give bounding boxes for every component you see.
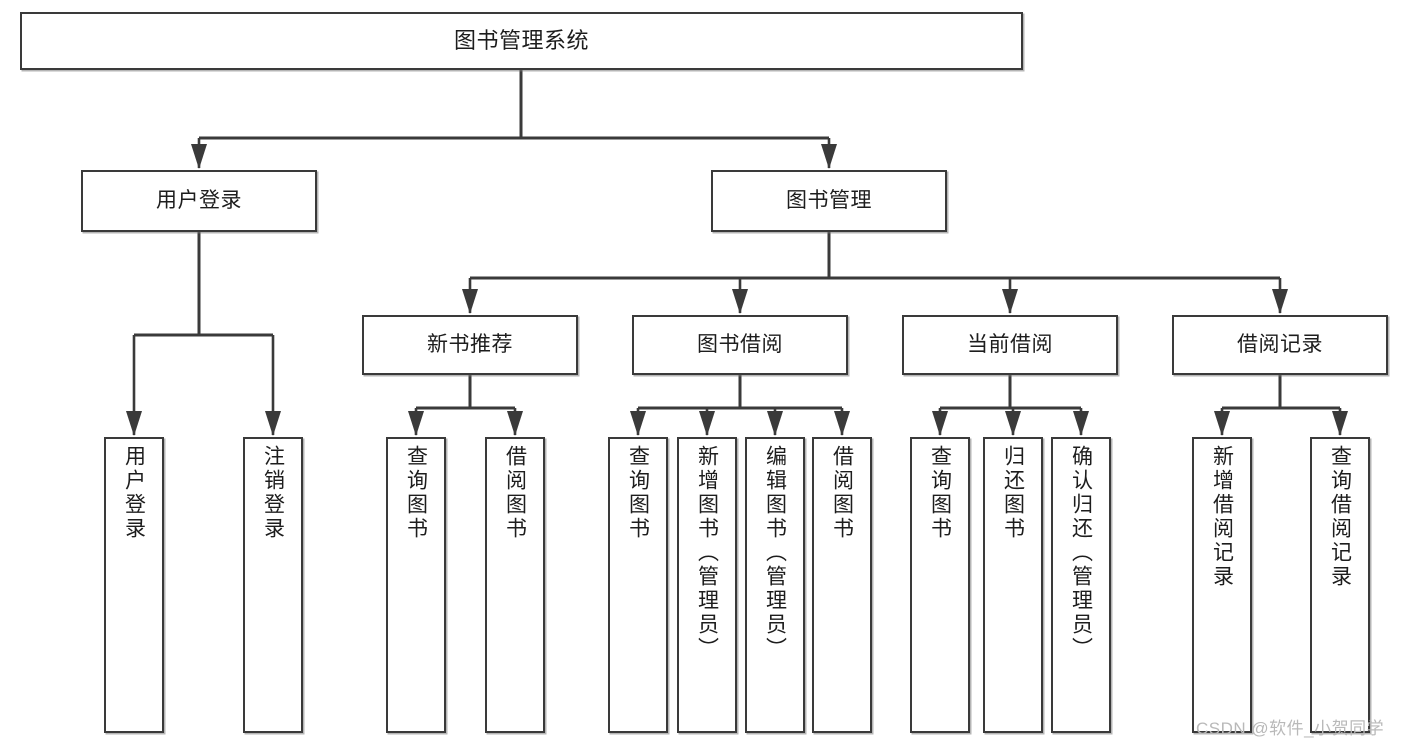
- arrowhead-leaf-confirm-return: [1073, 411, 1089, 436]
- node-leaf-add-book[interactable]: 新增图书（管理员）: [677, 437, 737, 733]
- node-borrow-record[interactable]: 借阅记录: [1172, 315, 1388, 375]
- node-leaf-query-book-1[interactable]: 查询图书: [386, 437, 446, 733]
- node-label-leaf-edit-book: 编辑图书（管理员）: [763, 445, 787, 661]
- node-label-leaf-borrow-book-1: 借阅图书: [503, 445, 527, 541]
- arrowhead-current-borrow: [1002, 289, 1018, 314]
- node-leaf-add-record[interactable]: 新增借阅记录: [1192, 437, 1252, 733]
- arrowhead-user-login: [191, 144, 207, 169]
- arrowhead-leaf-borrow-book-2: [834, 411, 850, 436]
- node-label-leaf-add-record: 新增借阅记录: [1210, 445, 1234, 589]
- node-label-leaf-return-book: 归还图书: [1001, 445, 1025, 541]
- arrowhead-borrow-record: [1272, 289, 1288, 314]
- arrowhead-leaf-query-book-3: [932, 411, 948, 436]
- arrowhead-leaf-add-book: [699, 411, 715, 436]
- node-label-book-borrow: 图书借阅: [697, 332, 783, 356]
- arrowhead-new-book-rec: [462, 289, 478, 314]
- node-label-root: 图书管理系统: [453, 28, 589, 54]
- arrowhead-book-borrow: [732, 289, 748, 314]
- node-leaf-confirm-return[interactable]: 确认归还（管理员）: [1051, 437, 1111, 733]
- node-leaf-user-login[interactable]: 用户登录: [104, 437, 164, 733]
- node-label-leaf-borrow-book-2: 借阅图书: [830, 445, 854, 541]
- node-label-leaf-confirm-return: 确认归还（管理员）: [1069, 445, 1093, 661]
- arrowhead-leaf-edit-book: [767, 411, 783, 436]
- node-label-leaf-query-book-1: 查询图书: [404, 445, 428, 541]
- node-user-login[interactable]: 用户登录: [81, 170, 317, 232]
- node-leaf-query-book-2[interactable]: 查询图书: [608, 437, 668, 733]
- node-label-leaf-user-login: 用户登录: [122, 445, 146, 541]
- arrowhead-leaf-query-record: [1332, 411, 1348, 436]
- node-label-borrow-record: 借阅记录: [1237, 332, 1323, 356]
- node-leaf-user-logout[interactable]: 注销登录: [243, 437, 303, 733]
- node-new-book-rec[interactable]: 新书推荐: [362, 315, 578, 375]
- node-leaf-borrow-book-2[interactable]: 借阅图书: [812, 437, 872, 733]
- arrowhead-leaf-user-logout: [265, 411, 281, 436]
- node-label-leaf-query-record: 查询借阅记录: [1328, 445, 1352, 589]
- node-label-user-login: 用户登录: [156, 188, 242, 212]
- arrowhead-book-manage: [821, 144, 837, 169]
- arrowhead-leaf-query-book-2: [630, 411, 646, 436]
- node-leaf-edit-book[interactable]: 编辑图书（管理员）: [745, 437, 805, 733]
- connector-group: [126, 70, 1348, 436]
- node-leaf-borrow-book-1[interactable]: 借阅图书: [485, 437, 545, 733]
- arrowhead-leaf-borrow-book-1: [507, 411, 523, 436]
- arrowhead-leaf-query-book-1: [408, 411, 424, 436]
- node-label-new-book-rec: 新书推荐: [427, 332, 513, 356]
- node-book-manage[interactable]: 图书管理: [711, 170, 947, 232]
- node-label-current-borrow: 当前借阅: [967, 332, 1053, 356]
- node-label-book-manage: 图书管理: [786, 188, 872, 212]
- node-label-leaf-user-logout: 注销登录: [261, 445, 285, 541]
- node-root[interactable]: 图书管理系统: [20, 12, 1023, 70]
- node-label-leaf-query-book-3: 查询图书: [928, 445, 952, 541]
- node-label-leaf-add-book: 新增图书（管理员）: [695, 445, 719, 661]
- node-book-borrow[interactable]: 图书借阅: [632, 315, 848, 375]
- node-leaf-query-book-3[interactable]: 查询图书: [910, 437, 970, 733]
- node-leaf-return-book[interactable]: 归还图书: [983, 437, 1043, 733]
- node-leaf-query-record[interactable]: 查询借阅记录: [1310, 437, 1370, 733]
- arrowhead-leaf-user-login: [126, 411, 142, 436]
- node-label-leaf-query-book-2: 查询图书: [626, 445, 650, 541]
- arrowhead-leaf-add-record: [1214, 411, 1230, 436]
- arrowhead-leaf-return-book: [1005, 411, 1021, 436]
- node-current-borrow[interactable]: 当前借阅: [902, 315, 1118, 375]
